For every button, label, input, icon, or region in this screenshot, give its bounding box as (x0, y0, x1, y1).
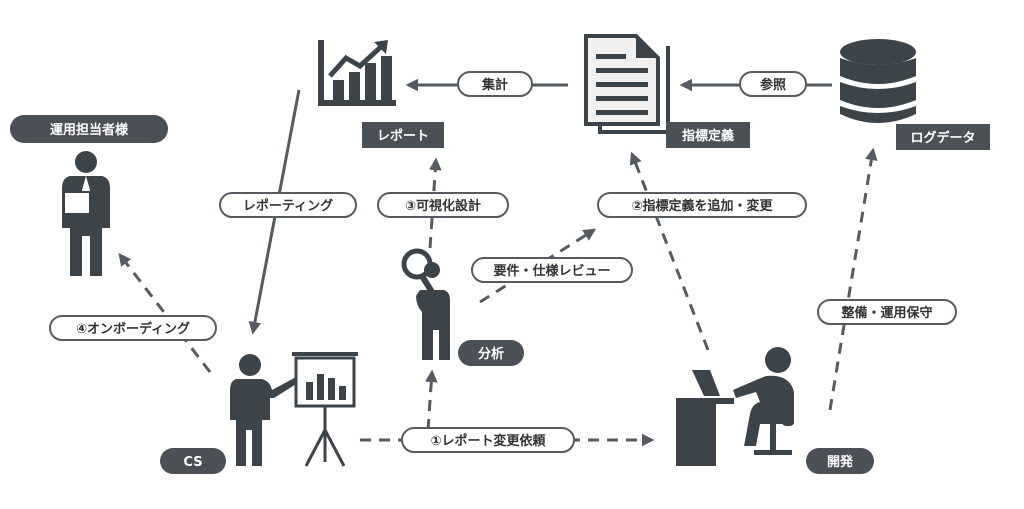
pill-aggregate-label: 集計 (481, 77, 508, 93)
pill-reporting-label: レポーティング (243, 198, 333, 214)
document-icon (584, 34, 670, 134)
tag-metric-definition: 指標定義 (666, 122, 750, 148)
tag-cs: CS (160, 448, 226, 474)
tag-report-label: レポート (377, 128, 429, 144)
pill-report-change-request: ①レポート変更依頼 (401, 427, 575, 453)
pill-report-change-request-label: ①レポート変更依頼 (430, 433, 546, 449)
pill-visual-design-label: ③可視化設計 (405, 198, 481, 214)
tag-analysis: 分析 (458, 340, 524, 366)
tag-dev: 開発 (806, 448, 874, 474)
tag-operator-label: 運用担当者様 (50, 122, 129, 138)
analyst-magnifier-icon (401, 248, 450, 360)
pill-requirement-review-label: 要件・仕様レビュー (493, 263, 610, 279)
tag-metric-definition-label: 指標定義 (682, 128, 734, 144)
chart-growth-icon (318, 40, 396, 106)
arrow-add-change-metric (629, 151, 710, 351)
tag-dev-label: 開発 (827, 454, 854, 470)
pill-maintenance: 整備・運用保守 (817, 299, 957, 325)
tag-report: レポート (362, 122, 444, 148)
presenter-icon (230, 352, 358, 467)
tag-log-data-label: ログデータ (910, 130, 975, 146)
operator-person-icon (62, 151, 110, 276)
pill-reference: 参照 (739, 71, 807, 97)
database-icon (840, 39, 916, 123)
arrow-maintenance (828, 147, 878, 411)
tag-cs-label: CS (183, 455, 202, 470)
pill-onboarding: ④オンボーディング (49, 315, 217, 341)
pill-add-change-metric-label: ②指標定義を追加・変更 (631, 198, 773, 214)
pill-visual-design: ③可視化設計 (377, 192, 509, 218)
tag-analysis-label: 分析 (478, 346, 504, 362)
pill-maintenance-label: 整備・運用保守 (840, 305, 932, 321)
tag-log-data: ログデータ (896, 124, 990, 150)
pill-requirement-review: 要件・仕様レビュー (471, 257, 633, 283)
developer-desk-icon (676, 347, 794, 466)
pill-reporting: レポーティング (219, 192, 357, 218)
pill-reference-label: 参照 (760, 77, 786, 93)
arrow-onboarding (118, 253, 212, 373)
tag-operator: 運用担当者様 (10, 115, 168, 143)
pill-onboarding-label: ④オンボーディング (76, 321, 190, 337)
pill-add-change-metric: ②指標定義を追加・変更 (597, 192, 807, 218)
pill-aggregate: 集計 (457, 71, 533, 97)
arrow-request-to-analysis (425, 369, 438, 431)
